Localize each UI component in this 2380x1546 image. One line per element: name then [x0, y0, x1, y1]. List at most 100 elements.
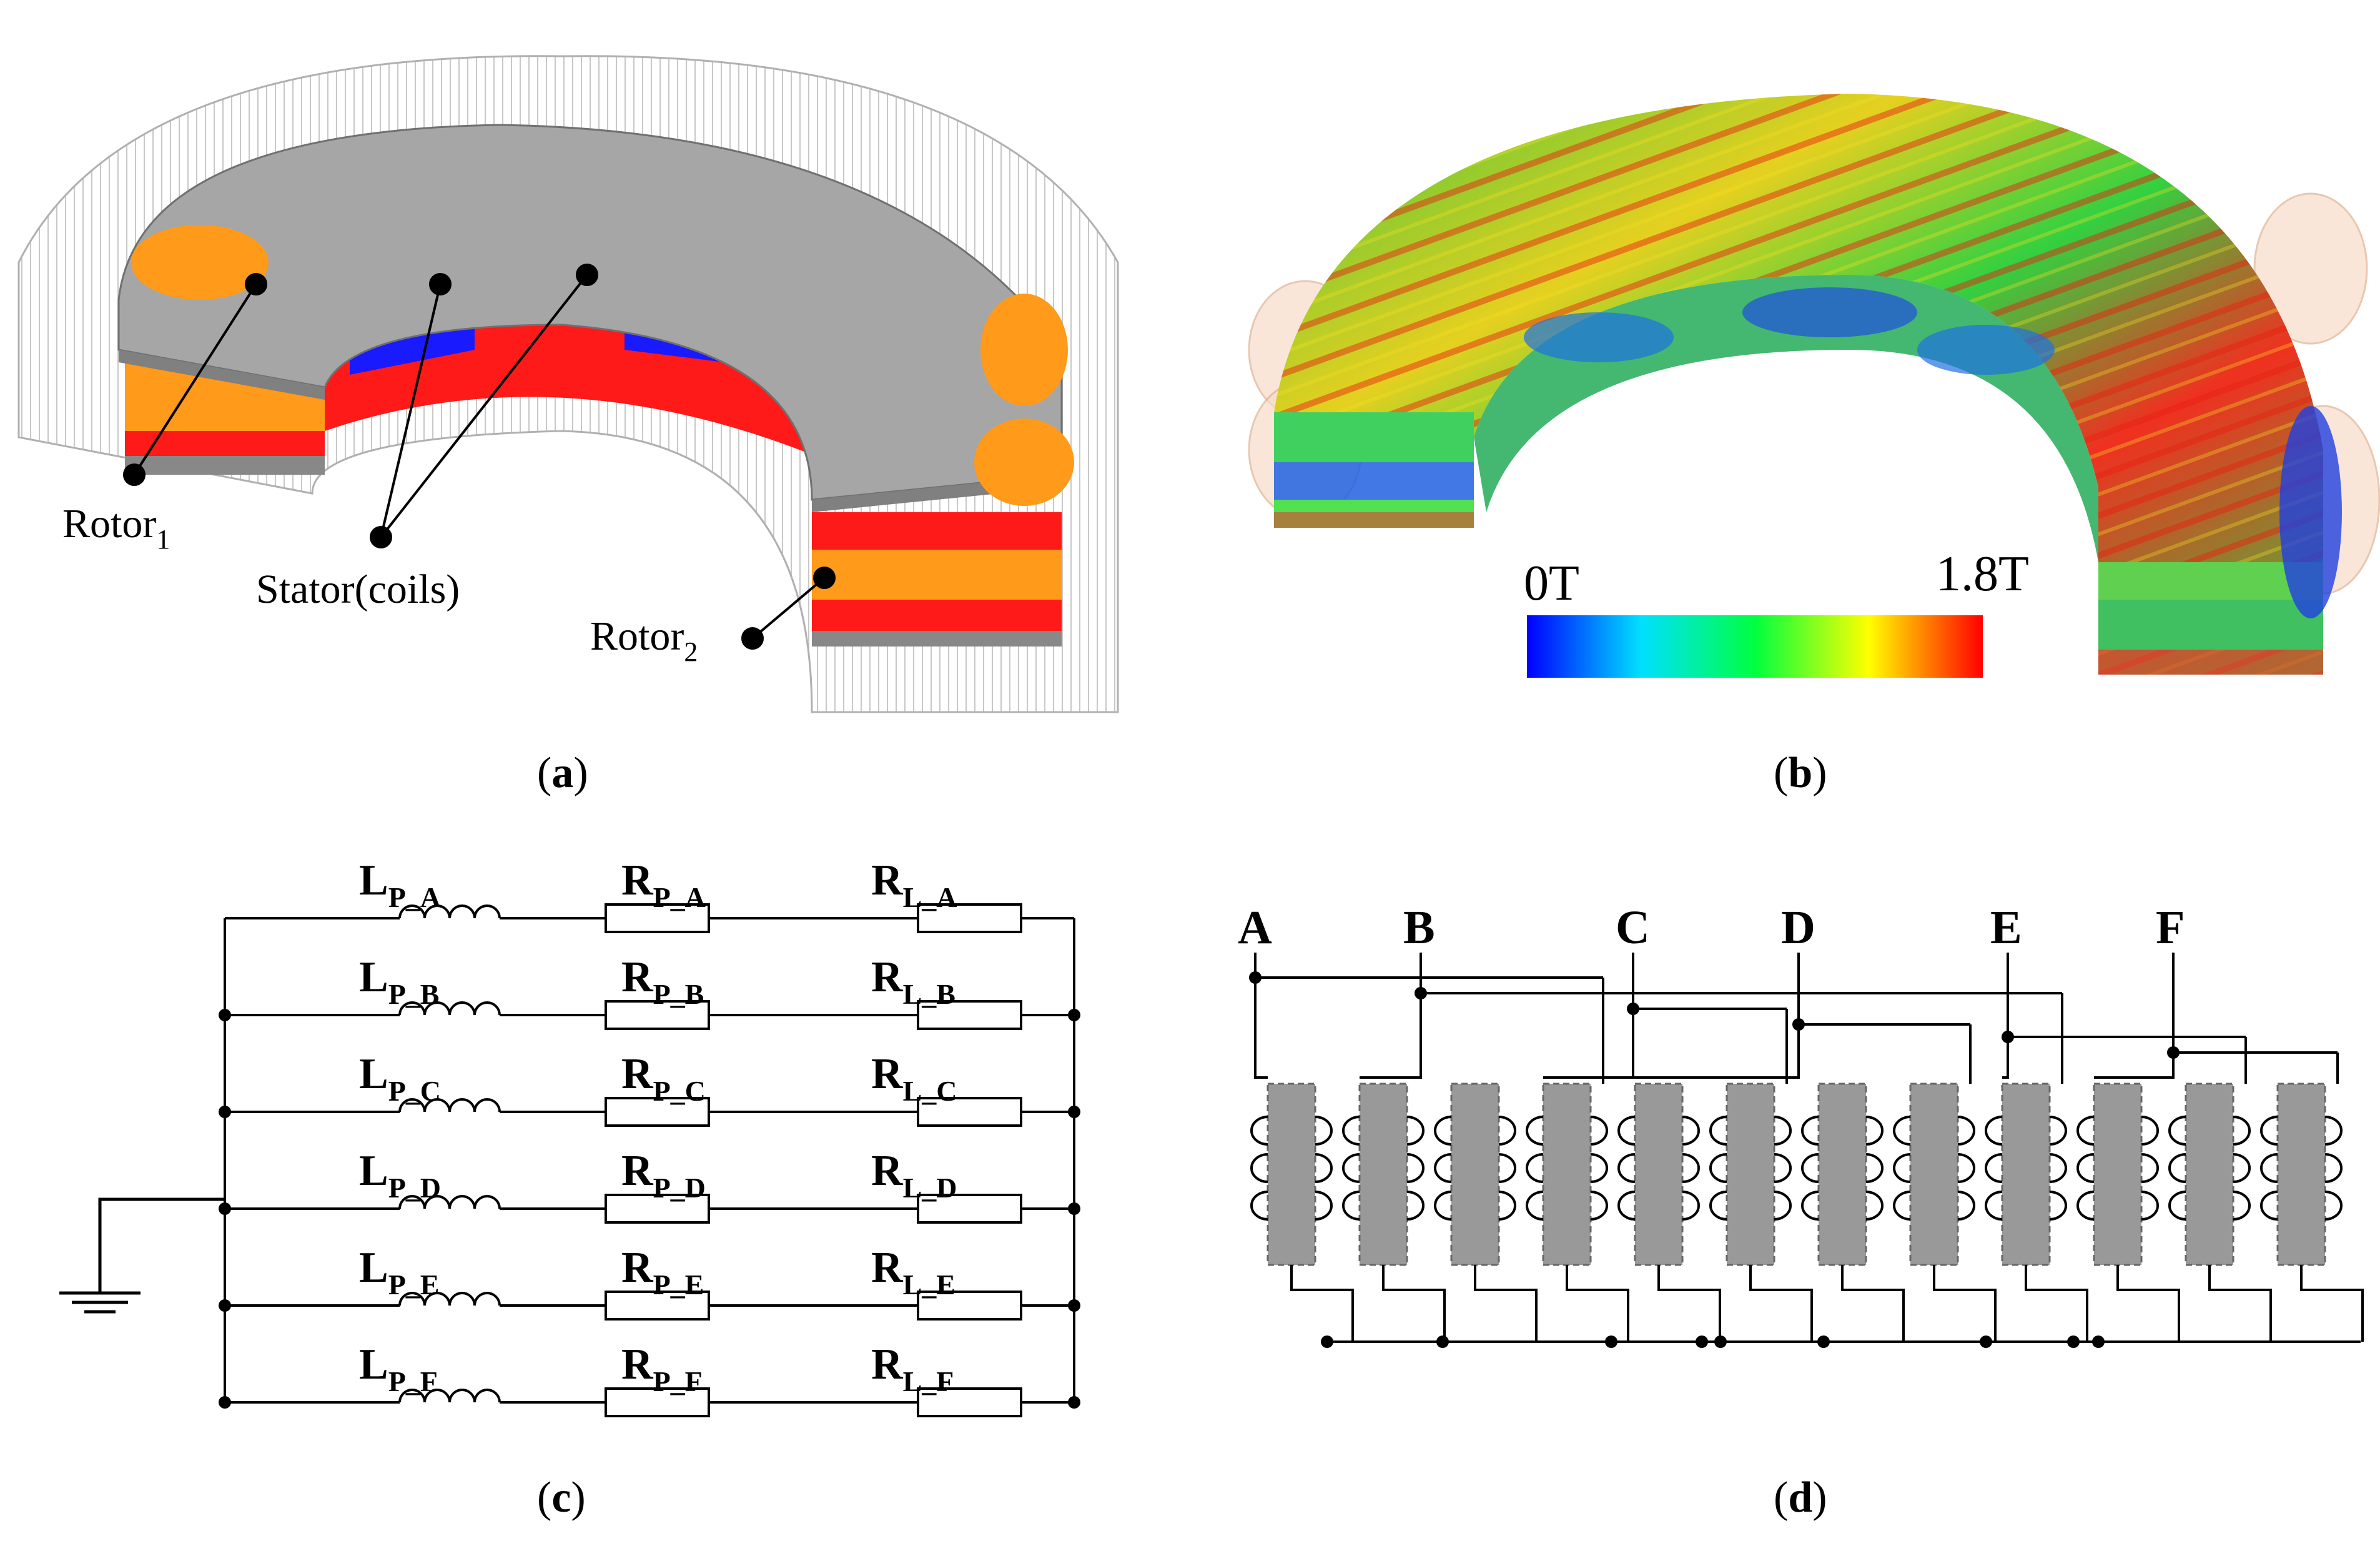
coil-loop	[1709, 1191, 1727, 1221]
branch-row: LP_E RP_E RL_E	[219, 1244, 1080, 1321]
junction-dot	[1321, 1335, 1333, 1348]
panel-a: Rotor1 Stator(coils) Rotor2 (a)	[17, 55, 1119, 797]
resistor-l-label: RL_B	[871, 953, 955, 1010]
inductor-label: LP_C	[359, 1050, 441, 1107]
junction-dot	[219, 1009, 231, 1021]
junction-dot	[219, 1106, 231, 1118]
panel-b: 0T 1.8T (b)	[1248, 94, 2380, 797]
junction-dot	[1068, 1396, 1080, 1409]
inductor-label: LP_E	[359, 1244, 439, 1301]
coil-loop	[1893, 1116, 1911, 1146]
branch-row: LP_F RP_F RL_F	[219, 1340, 1080, 1417]
resistor-l	[917, 1387, 1022, 1417]
caption-b: (b)	[1774, 749, 1827, 797]
coil-loop	[1526, 1191, 1544, 1221]
colorbar	[1527, 615, 1983, 678]
inductor	[398, 1292, 501, 1306]
inductor-label: LP_A	[359, 856, 441, 913]
inductor	[398, 1195, 501, 1209]
inductor	[398, 1389, 501, 1403]
coil-loop	[1342, 1153, 1360, 1183]
resistor-l	[917, 1291, 1022, 1321]
stator-core-tooth	[1634, 1083, 1684, 1266]
junction-dot	[1627, 1003, 1639, 1015]
resistor-l	[917, 1000, 1022, 1030]
panel-d: A B C D E F (d)	[1238, 901, 2364, 1522]
rotor2-label: Rotor2	[590, 613, 698, 667]
stator-core-tooth	[1267, 1083, 1316, 1266]
resistor-p-label: RP_D	[621, 1147, 706, 1204]
coil-loop	[2260, 1153, 2278, 1183]
junction-dot	[1817, 1335, 1830, 1348]
coil-loop	[1526, 1116, 1544, 1146]
coil-loop	[1250, 1191, 1268, 1221]
inductor-label: LP_B	[359, 953, 439, 1010]
stator-core-tooth	[2185, 1083, 2234, 1266]
junction-dot	[1068, 1202, 1080, 1215]
resistor-p	[605, 1097, 710, 1127]
rotor-stack-right	[131, 225, 1074, 647]
coil-loop	[1893, 1191, 1911, 1221]
stator-core-tooth	[2276, 1083, 2326, 1266]
resistor-p-label: RP_F	[621, 1340, 703, 1397]
coil-loop	[1801, 1153, 1819, 1183]
junction-dot	[1415, 987, 1427, 999]
coil-loop	[2168, 1116, 2186, 1146]
resistor-l-label: RL_E	[871, 1244, 955, 1301]
resistor-p-label: RP_E	[621, 1244, 704, 1301]
terminal-label: E	[1990, 901, 2022, 954]
inductor	[398, 1001, 501, 1016]
terminal-label: A	[1238, 901, 1272, 954]
colorbar-max-label: 1.8T	[1936, 547, 2029, 602]
coil-loop	[1250, 1116, 1268, 1146]
winding-connections	[1250, 953, 2364, 1343]
resistor-p	[605, 903, 710, 933]
stator-core-tooth	[1909, 1083, 1959, 1266]
resistor-l-label: RL_F	[871, 1340, 954, 1397]
terminal-label: F	[2156, 901, 2185, 954]
resistor-p-label: RP_C	[621, 1050, 706, 1107]
junction-dot	[2167, 1046, 2180, 1059]
coil-loop	[2260, 1191, 2278, 1221]
coil-loop	[1342, 1191, 1360, 1221]
coil-loop	[1434, 1153, 1452, 1183]
inductor	[398, 904, 501, 919]
resistor-p-label: RP_B	[621, 953, 704, 1010]
junction-dot	[1714, 1335, 1727, 1348]
junction-dot	[219, 1396, 231, 1409]
colorbar-min-label: 0T	[1524, 556, 1579, 611]
coil-loop	[2168, 1153, 2186, 1183]
circuit-wiring	[224, 918, 1075, 1402]
coil-loop	[1617, 1191, 1636, 1221]
resistor-l	[917, 1194, 1022, 1224]
coil-loop	[2076, 1153, 2095, 1183]
inductor-label: LP_F	[359, 1340, 438, 1397]
terminal-label: B	[1403, 901, 1435, 954]
coil-loop	[1709, 1116, 1727, 1146]
stator-core-tooth	[2093, 1083, 2143, 1266]
terminal-label: C	[1616, 901, 1650, 954]
coil-loop	[1801, 1116, 1819, 1146]
coil-loop	[1985, 1116, 2003, 1146]
stator-label: Stator(coils)	[256, 567, 460, 612]
junction-dot	[1068, 1106, 1080, 1118]
resistor-l-label: RL_D	[871, 1147, 957, 1204]
coil-loop	[1617, 1153, 1636, 1183]
inductor-label: LP_D	[359, 1147, 441, 1204]
junction-dot	[2067, 1335, 2080, 1348]
terminal-label: D	[1781, 901, 1815, 954]
junction-dot	[1068, 1299, 1080, 1312]
coil-loop	[1434, 1116, 1452, 1146]
inductor	[398, 1098, 501, 1112]
coil-loop	[1526, 1153, 1544, 1183]
caption-d: (d)	[1774, 1474, 1827, 1522]
resistor-p	[605, 1194, 710, 1224]
stator-core-tooth	[1726, 1083, 1775, 1266]
junction-dot	[1068, 1009, 1080, 1021]
coil-loop	[1985, 1191, 2003, 1221]
junction-dot	[1605, 1335, 1617, 1348]
coil-loop	[2168, 1191, 2186, 1221]
